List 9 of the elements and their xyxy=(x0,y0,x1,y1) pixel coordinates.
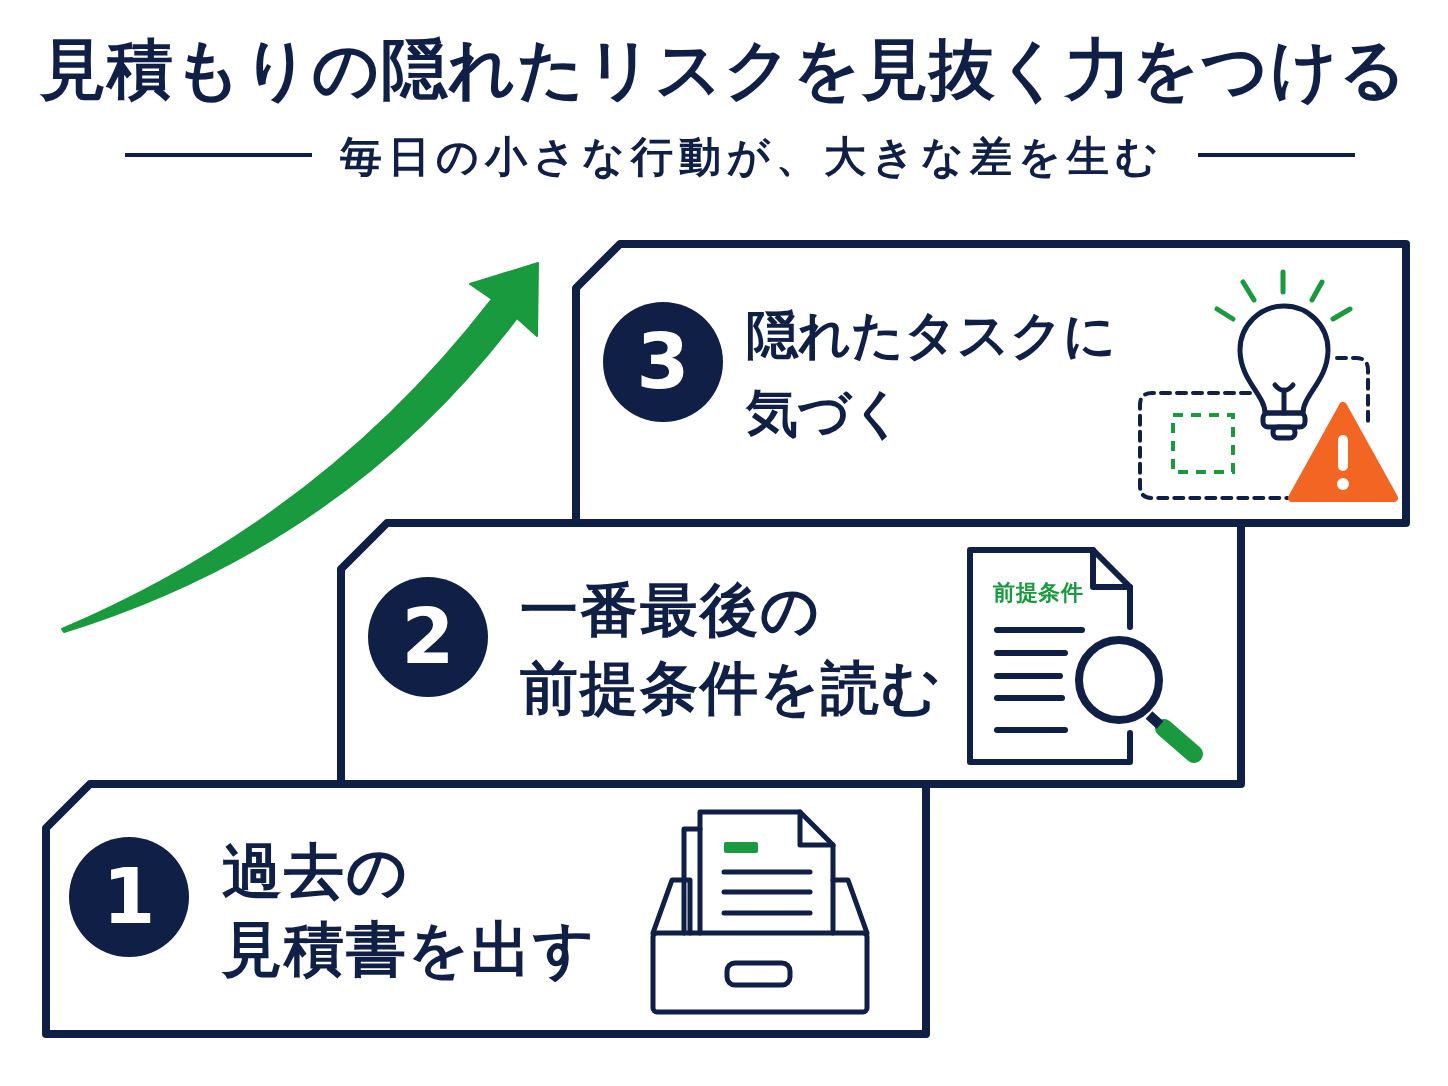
subtitle: 毎日の小さな行動が、大きな差を生む xyxy=(340,131,1164,183)
step-title: 隠れたタスクに気づく xyxy=(746,304,1117,445)
step-card xyxy=(572,240,1410,527)
step-card xyxy=(337,519,1245,788)
document-heading: 前提条件 xyxy=(993,580,1083,606)
step-title: 過去の見積書を出す xyxy=(222,835,597,986)
step-title: 一番最後の前提条件を読む xyxy=(520,575,943,724)
title: 見積もりの隠れたリスクを見抜く力をつける xyxy=(40,30,1408,110)
step-card xyxy=(42,780,930,1038)
